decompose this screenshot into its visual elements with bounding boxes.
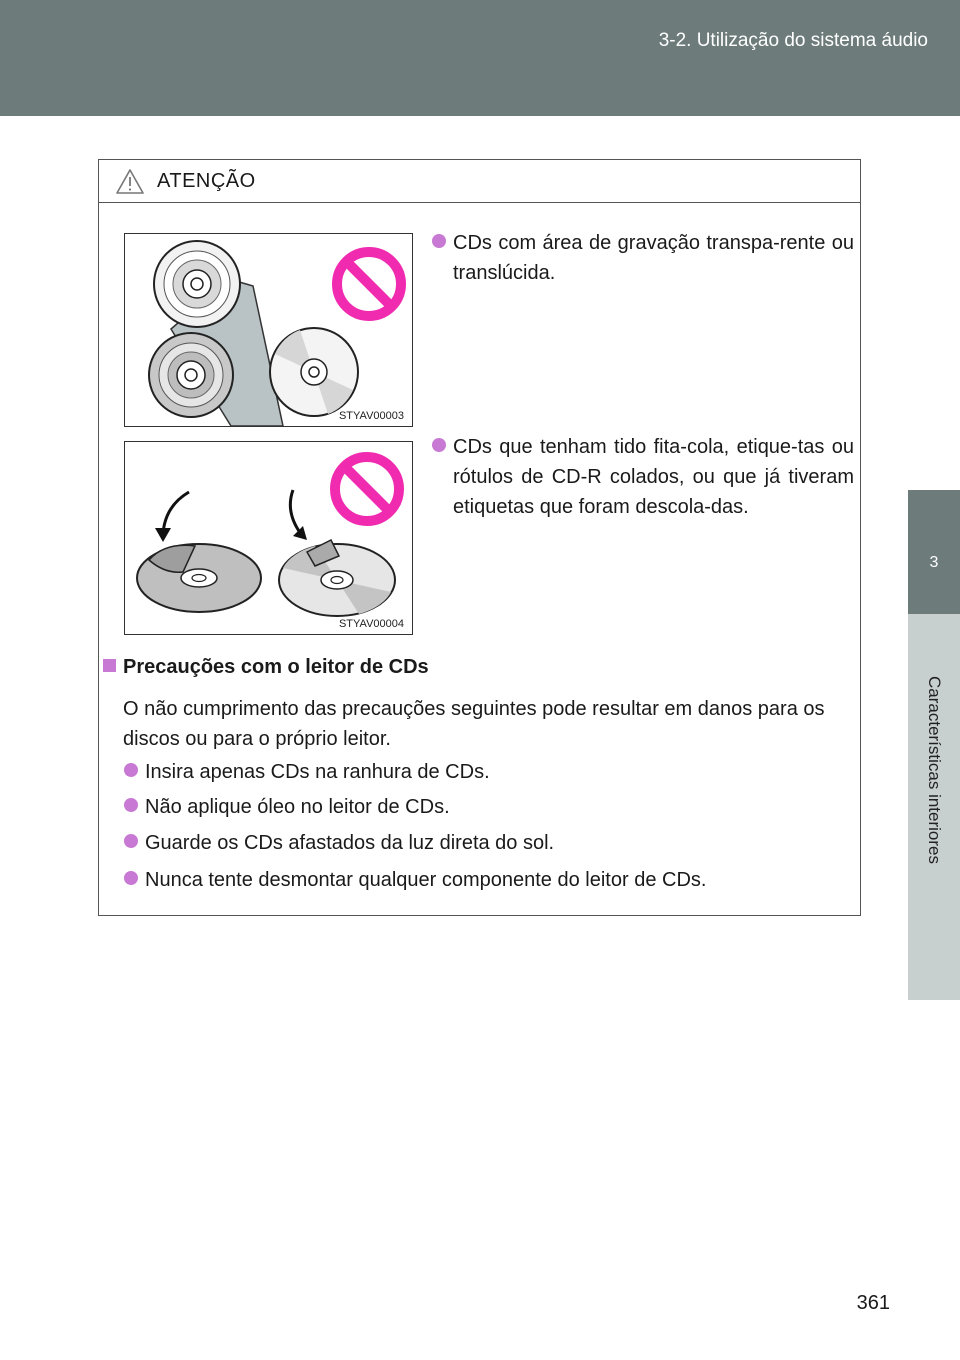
illustration-labeled-cds: STYAV00004 bbox=[124, 441, 413, 635]
list-item-text: Guarde os CDs afastados da luz direta do… bbox=[145, 832, 555, 854]
labeled-cd-illustration bbox=[136, 452, 404, 617]
illustration-translucent-cds: STYAV00003 bbox=[124, 233, 413, 427]
cd-disc-icon bbox=[153, 240, 241, 328]
list-item: Nunca tente desmontar qualquer component… bbox=[124, 865, 706, 895]
cd-disc-icon bbox=[148, 332, 234, 418]
warning-title: ATENÇÃO bbox=[157, 170, 256, 192]
image-code: STYAV00003 bbox=[338, 410, 404, 422]
cd-disc-icon bbox=[269, 327, 359, 417]
list-item: Insira apenas CDs na ranhura de CDs. bbox=[124, 757, 490, 787]
warning-item: CDs com área de gravação transpa-rente o… bbox=[432, 228, 854, 288]
list-item-text: Nunca tente desmontar qualquer component… bbox=[145, 869, 707, 891]
list-item-text: Não aplique óleo no leitor de CDs. bbox=[145, 796, 450, 818]
list-item: Não aplique óleo no leitor de CDs. bbox=[124, 792, 450, 822]
curved-arrow-icon bbox=[288, 489, 307, 540]
chapter-tab: 3 bbox=[908, 490, 960, 614]
chapter-title: Características interiores bbox=[925, 675, 944, 865]
page-number: 361 bbox=[856, 1292, 890, 1314]
warning-item-text: CDs que tenham tido fita-cola, etique-ta… bbox=[453, 436, 854, 518]
warning-triangle-icon bbox=[116, 169, 144, 194]
prohibited-icon bbox=[332, 247, 406, 321]
translucent-cd-illustration bbox=[148, 240, 406, 426]
warning-item: CDs que tenham tido fita-cola, etique-ta… bbox=[432, 432, 854, 522]
warning-header: ATENÇÃO bbox=[99, 160, 860, 203]
list-item: Guarde os CDs afastados da luz direta do… bbox=[124, 828, 554, 858]
peeling-cd-icon bbox=[136, 543, 262, 613]
list-item-text: Insira apenas CDs na ranhura de CDs. bbox=[145, 761, 490, 783]
section-heading-text: Precauções com o leitor de CDs bbox=[123, 656, 429, 678]
bullet-icon bbox=[432, 438, 446, 452]
bullet-icon bbox=[124, 763, 138, 777]
section-title: 3-2. Utilização do sistema áudio bbox=[658, 30, 928, 51]
square-bullet-icon bbox=[103, 659, 116, 672]
chapter-tab-band bbox=[908, 614, 960, 1000]
warning-item-text: CDs com área de gravação transpa-rente o… bbox=[453, 232, 854, 284]
page-header: 3-2. Utilização do sistema áudio bbox=[0, 0, 960, 116]
bullet-icon bbox=[124, 871, 138, 885]
chapter-number: 3 bbox=[929, 554, 939, 571]
intro-paragraph: O não cumprimento das precauções seguint… bbox=[123, 698, 825, 750]
curved-arrow-icon bbox=[155, 490, 190, 542]
bullet-icon bbox=[432, 234, 446, 248]
taped-cd-icon bbox=[278, 538, 396, 617]
bullet-icon bbox=[124, 834, 138, 848]
bullet-icon bbox=[124, 798, 138, 812]
image-code: STYAV00004 bbox=[338, 618, 404, 630]
prohibited-icon bbox=[330, 452, 404, 526]
warning-box: ATENÇÃO bbox=[98, 159, 861, 916]
section-heading: Precauções com o leitor de CDs bbox=[103, 656, 429, 679]
